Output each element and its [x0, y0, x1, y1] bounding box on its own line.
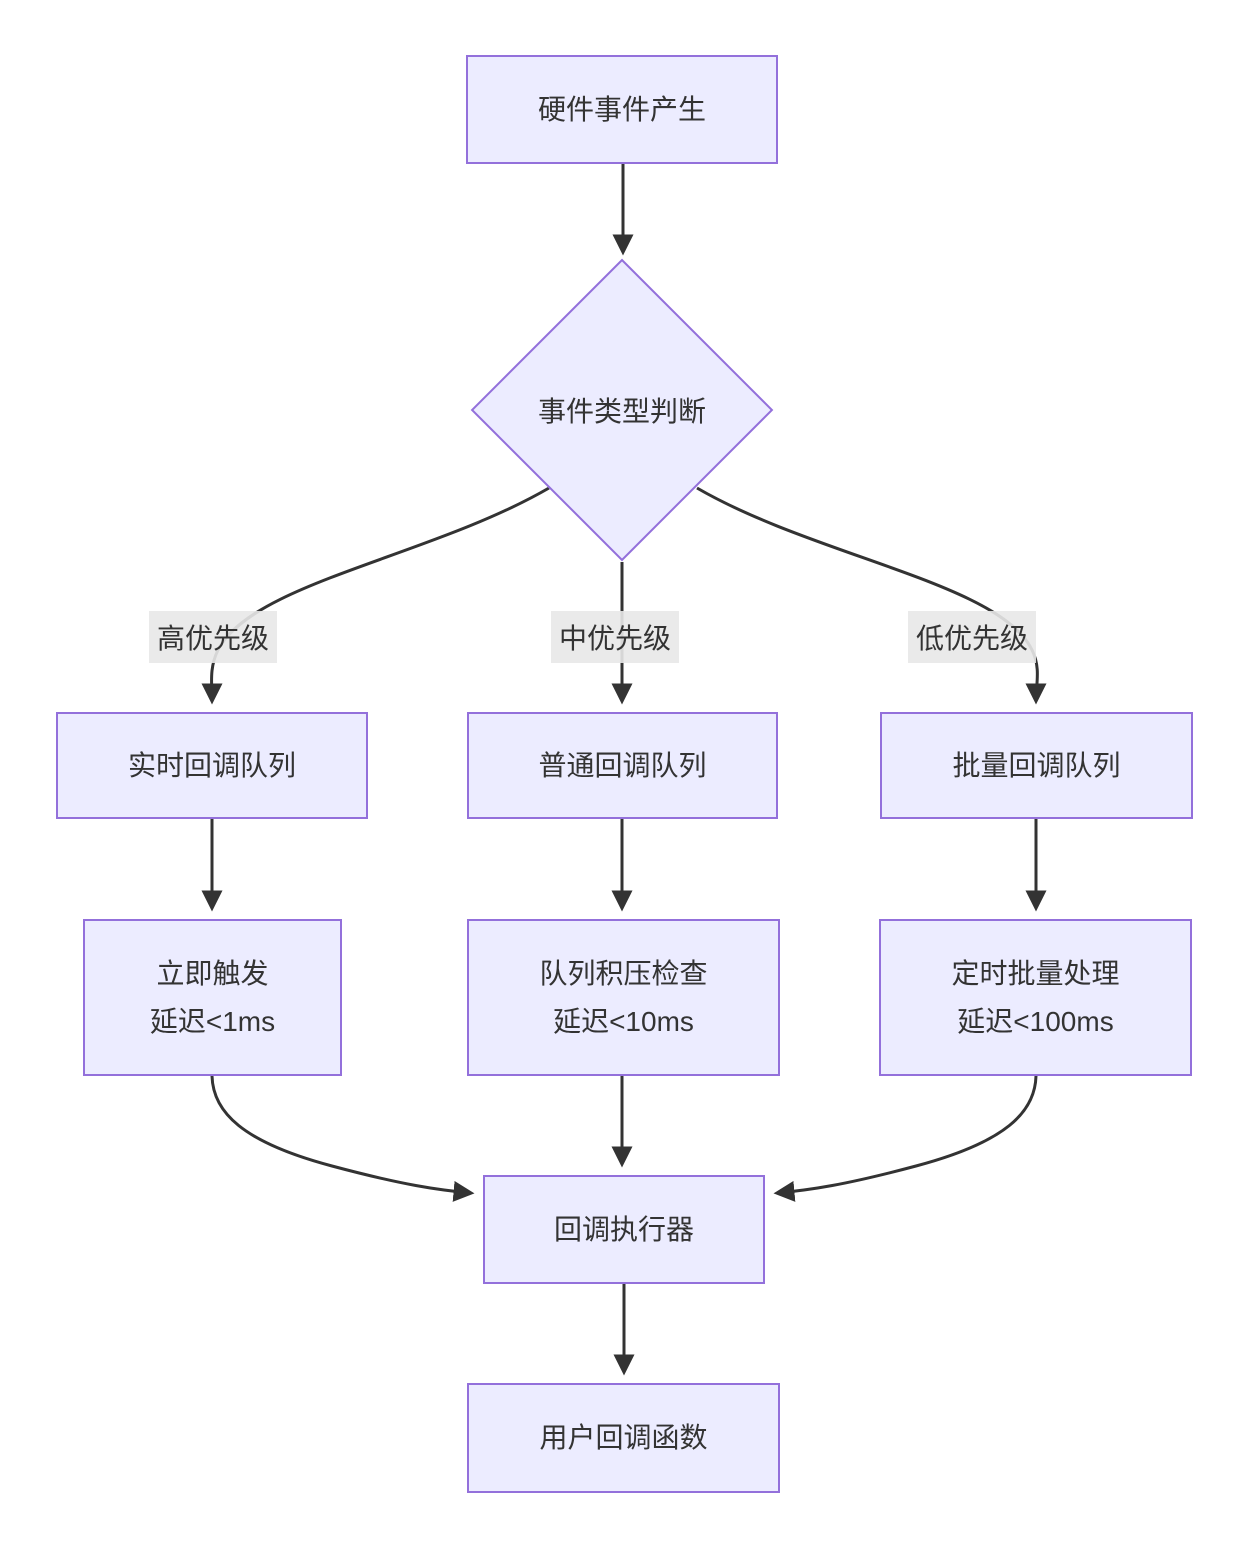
node-timed-batch-line1: 定时批量处理: [951, 957, 1120, 989]
node-backlog-check-line1: 队列积压检查: [539, 957, 708, 989]
node-timed-batch: 定时批量处理 延迟<100ms: [879, 919, 1192, 1076]
node-user-callback-label: 用户回调函数: [539, 1422, 708, 1453]
node-decision-label: 事件类型判断: [537, 396, 706, 427]
node-batch-queue: 批量回调队列: [880, 712, 1193, 819]
node-normal-queue-label: 普通回调队列: [538, 749, 707, 781]
node-backlog-check: 队列积压检查 延迟<10ms: [467, 919, 780, 1076]
node-executor-label: 回调执行器: [553, 1213, 694, 1245]
node-normal-queue: 普通回调队列: [467, 712, 778, 819]
edge-decision-to-batch: [696, 486, 1047, 705]
node-timed-batch-line2: 延迟<100ms: [957, 1005, 1114, 1037]
edge-timed-to-executor: [773, 1075, 1038, 1202]
node-decision: 事件类型判断: [470, 258, 774, 562]
node-backlog-check-line2: 延迟<10ms: [553, 1005, 694, 1037]
node-immediate-trigger: 立即触发 延迟<1ms: [83, 919, 342, 1076]
edge-immediate-to-executor: [210, 1075, 475, 1202]
node-executor: 回调执行器: [483, 1175, 765, 1284]
node-immediate-trigger-line1: 立即触发: [156, 957, 269, 989]
edge-label-low-priority: 低优先级: [907, 611, 1037, 663]
node-user-callback: 用户回调函数: [467, 1383, 780, 1493]
node-realtime-queue: 实时回调队列: [56, 712, 368, 819]
node-realtime-queue-label: 实时回调队列: [127, 749, 296, 781]
edge-label-medium-priority: 中优先级: [550, 611, 680, 663]
node-immediate-trigger-line2: 延迟<1ms: [149, 1005, 276, 1037]
edge-decision-to-realtime: [201, 486, 550, 705]
node-batch-queue-label: 批量回调队列: [952, 749, 1121, 781]
edge-label-high-priority: 高优先级: [148, 611, 278, 663]
node-hardware-event-label: 硬件事件产生: [537, 93, 706, 125]
node-hardware-event: 硬件事件产生: [466, 55, 778, 164]
